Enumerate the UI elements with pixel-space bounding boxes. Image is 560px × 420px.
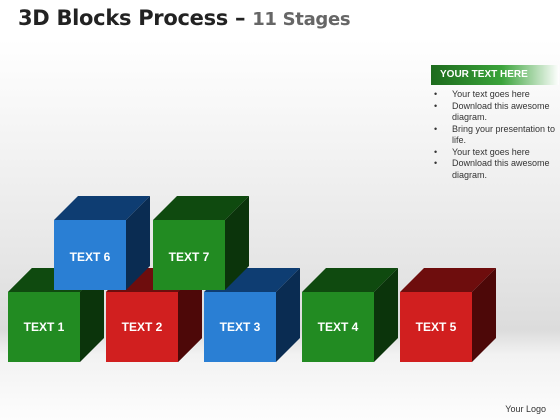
block-7: TEXT 7	[153, 196, 249, 290]
block-2-side	[178, 268, 202, 362]
block-5-front	[400, 292, 472, 362]
block-2-label: TEXT 2	[122, 320, 163, 334]
block-5-side	[472, 268, 496, 362]
block-6-front	[54, 220, 126, 290]
block-3-label: TEXT 3	[220, 320, 261, 334]
block-4-top	[302, 268, 398, 292]
text-panel-header: YOUR TEXT HERE	[431, 65, 559, 85]
block-2-front	[106, 292, 178, 362]
block-7-label: TEXT 7	[169, 250, 210, 264]
block-6-label: TEXT 6	[70, 250, 111, 264]
block-6-top	[54, 196, 150, 220]
block-4-side	[374, 268, 398, 362]
block-1-label: TEXT 1	[24, 320, 65, 334]
block-5-top	[400, 268, 496, 292]
block-4: TEXT 4	[302, 268, 398, 362]
block-5: TEXT 5	[400, 268, 496, 362]
block-1-side	[80, 268, 104, 362]
bullet-item: Bring your presentation to life.	[434, 124, 560, 147]
logo-text: Your Logo	[505, 404, 546, 414]
bullet-item: Download this awesome diagram.	[434, 158, 560, 181]
block-6-side	[126, 196, 150, 290]
block-1-front	[8, 292, 80, 362]
block-4-front	[302, 292, 374, 362]
block-6: TEXT 6	[54, 196, 150, 290]
bullet-item: Your text goes here	[434, 89, 560, 101]
title-stages: 11 Stages	[252, 9, 351, 30]
block-4-label: TEXT 4	[318, 320, 359, 334]
block-3: TEXT 3	[204, 268, 300, 362]
bullet-list: Your text goes here Download this awesom…	[434, 89, 560, 181]
block-3-side	[276, 268, 300, 362]
title-main: 3D Blocks Process –	[18, 6, 246, 30]
block-7-front	[153, 220, 225, 290]
block-7-side	[225, 196, 249, 290]
block-3-front	[204, 292, 276, 362]
slide-title: 3D Blocks Process – 11 Stages	[18, 6, 351, 30]
block-5-label: TEXT 5	[416, 320, 457, 334]
bullet-item: Your text goes here	[434, 147, 560, 159]
bullet-item: Download this awesome diagram.	[434, 101, 560, 124]
block-7-top	[153, 196, 249, 220]
